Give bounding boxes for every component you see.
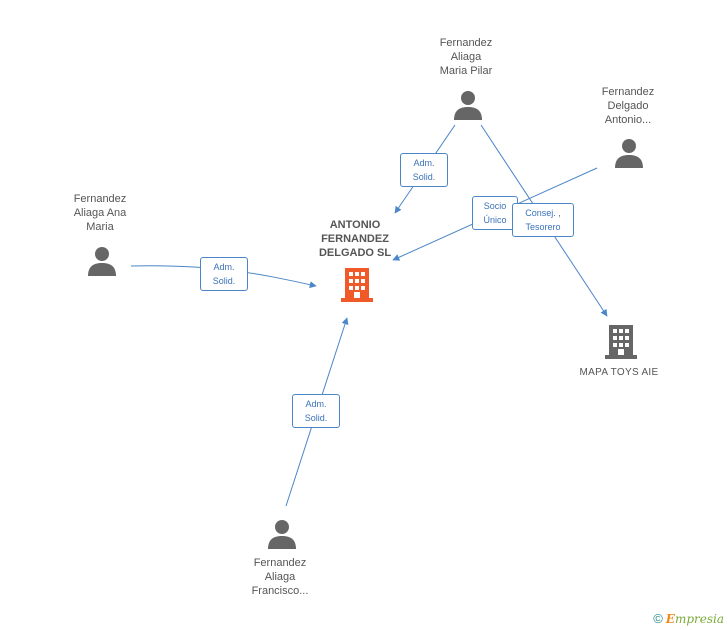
edge-label-pilar-adm[interactable]: Adm. Solid.	[400, 153, 448, 187]
building-icon[interactable]	[341, 268, 373, 302]
edge-label-francisco-adm[interactable]: Adm. Solid.	[292, 394, 340, 428]
edge-label-pilar-consej[interactable]: Consej. , Tesorero	[512, 203, 574, 237]
person-icon[interactable]	[88, 246, 116, 276]
edge-label-antonio-socio[interactable]: Socio Único	[472, 196, 518, 230]
brand-logo-rest: mpresia	[674, 612, 724, 626]
footer-brand: ©Empresia	[653, 611, 724, 626]
edge-label-ana-adm[interactable]: Adm. Solid.	[200, 257, 248, 291]
person-francisco-name[interactable]: Fernandez Aliaga Francisco...	[251, 557, 309, 597]
copyright-symbol: ©	[653, 611, 663, 626]
edges-layer	[130, 124, 608, 507]
brand-logo-initial: E	[665, 612, 675, 626]
building-icon[interactable]	[605, 325, 637, 359]
person-icon[interactable]	[454, 90, 482, 120]
person-icon[interactable]	[615, 138, 643, 168]
main-company-name[interactable]: ANTONIO FERNANDEZ DELGADO SL	[318, 219, 392, 259]
person-antonio-name[interactable]: Fernandez Delgado Antonio...	[601, 86, 655, 126]
person-icon[interactable]	[268, 519, 296, 549]
person-pilar-name[interactable]: Fernandez Aliaga Maria Pilar	[439, 37, 493, 77]
other-company-name[interactable]: MAPA TOYS AIE	[579, 367, 659, 378]
person-ana-name[interactable]: Fernandez Aliaga Ana Maria	[73, 193, 127, 233]
